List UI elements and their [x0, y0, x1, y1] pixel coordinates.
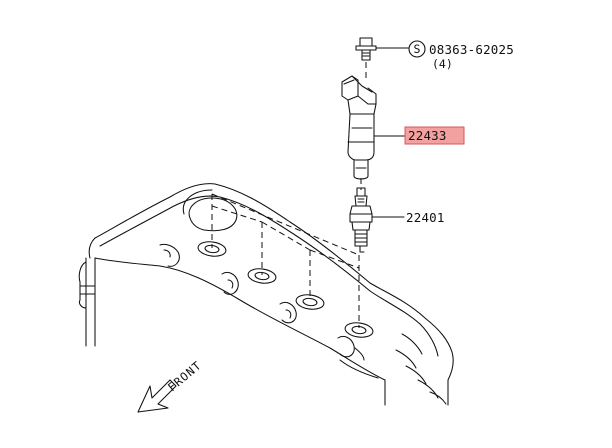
bolt-quantity: (4) [432, 57, 453, 71]
spark-plug-part-number[interactable]: 22401 [406, 210, 445, 225]
spark-plug-label[interactable]: 22401 [406, 210, 445, 225]
plug-well-3 [295, 294, 325, 310]
bolt-label[interactable]: S 08363-62025 (4) [408, 40, 514, 71]
front-direction-indicator: FRONT [137, 358, 204, 413]
plug-well-4 [344, 322, 374, 338]
spark-plug [349, 187, 405, 253]
bolt [355, 37, 409, 61]
cylinder-head-cover [78, 183, 454, 406]
front-label: FRONT [165, 358, 204, 394]
standard-part-symbol-icon [408, 40, 426, 58]
ignition-coil-label[interactable]: 22433 [404, 126, 465, 145]
ignition-coil [341, 75, 407, 180]
front-arrow-icon [137, 379, 177, 413]
plug-well-2 [247, 268, 277, 284]
standard-part-symbol: S [414, 42, 421, 56]
installation-guide-lines [211, 62, 367, 328]
bolt-part-number[interactable]: 08363-62025 [429, 42, 514, 57]
ignition-coil-part-number[interactable]: 22433 [408, 128, 447, 143]
plug-well-1 [197, 241, 227, 257]
highlight-box [404, 126, 465, 145]
